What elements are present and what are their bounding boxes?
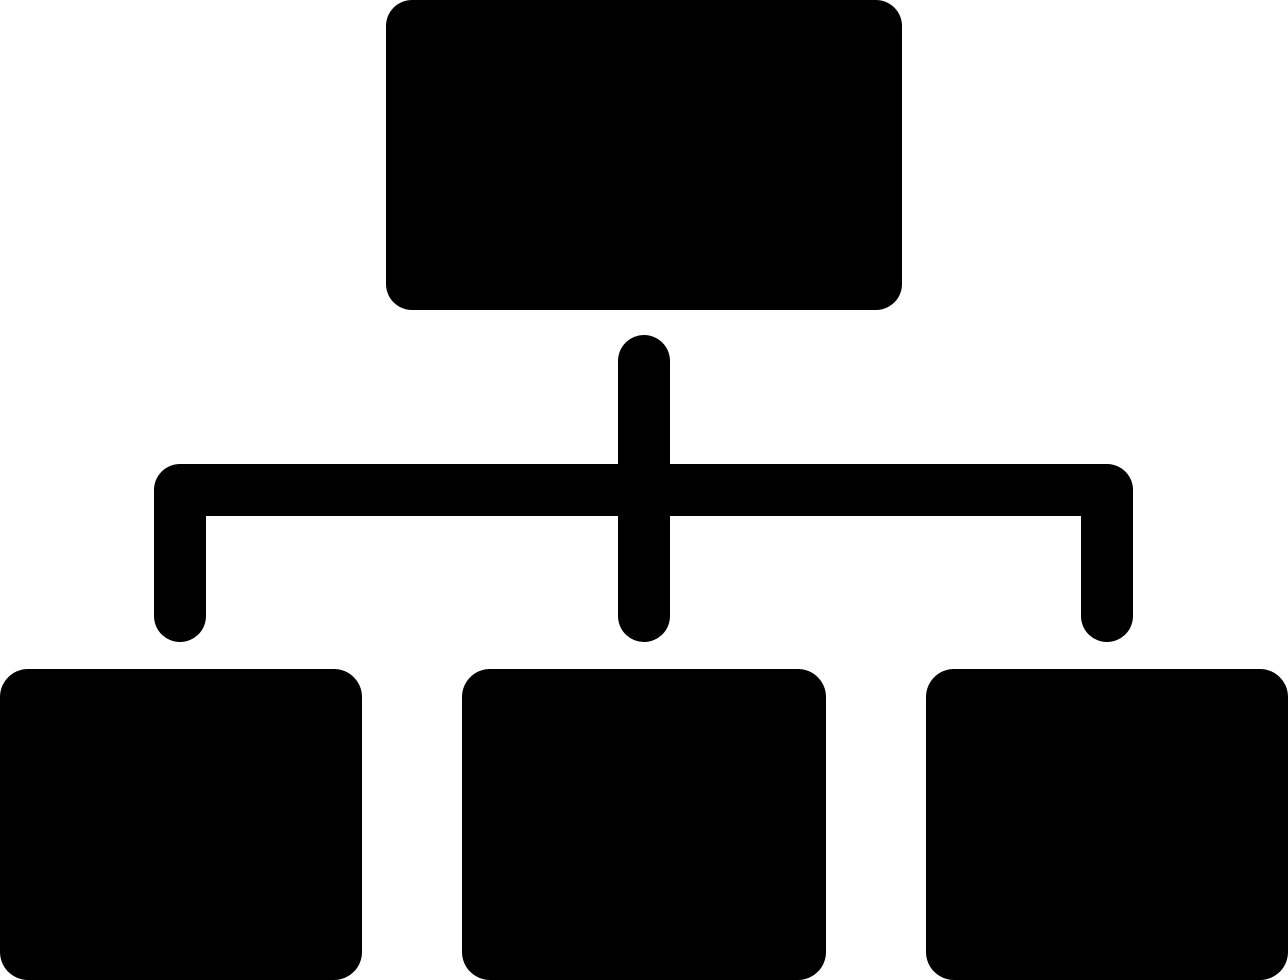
child-node-box-right — [926, 669, 1288, 980]
child-node-box-left — [0, 669, 362, 980]
root-node-box — [386, 0, 902, 310]
child-node-box-middle — [462, 669, 826, 980]
